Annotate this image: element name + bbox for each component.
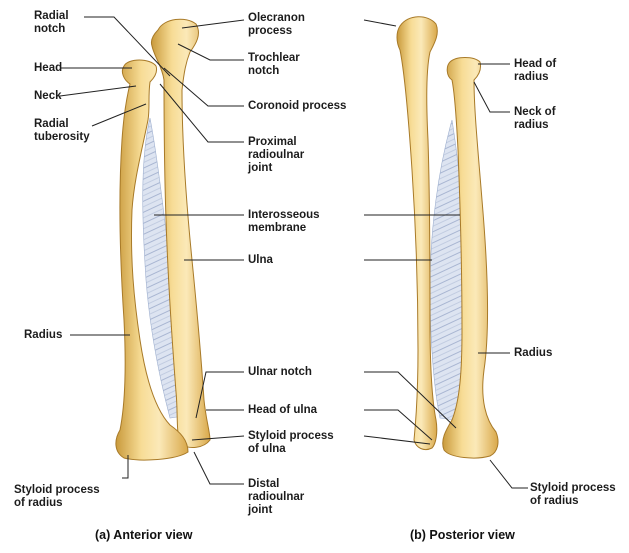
label-trochlear-notch: Trochlear notch bbox=[248, 52, 300, 78]
label-radius-anterior: Radius bbox=[24, 329, 62, 342]
label-distal-radioulnar-joint: Distal radioulnar joint bbox=[248, 478, 304, 517]
label-neck: Neck bbox=[34, 90, 62, 103]
label-neck-of-radius: Neck of radius bbox=[514, 106, 556, 132]
label-olecranon-process: Olecranon process bbox=[248, 12, 305, 38]
label-coronoid-process: Coronoid process bbox=[248, 100, 346, 113]
label-styloid-radius-posterior: Styloid process of radius bbox=[530, 482, 616, 508]
label-head-of-radius: Head of radius bbox=[514, 58, 556, 84]
label-radial-notch: Radial notch bbox=[34, 10, 69, 36]
ulna-posterior bbox=[397, 17, 437, 450]
label-radial-tuberosity: Radial tuberosity bbox=[34, 118, 90, 144]
label-interosseous-membrane: Interosseous membrane bbox=[248, 209, 320, 235]
caption-anterior-view: (a) Anterior view bbox=[95, 528, 192, 542]
label-head-of-ulna: Head of ulna bbox=[248, 404, 317, 417]
label-head: Head bbox=[34, 62, 62, 75]
label-styloid-radius-anterior: Styloid process of radius bbox=[14, 484, 100, 510]
label-styloid-process-ulna: Styloid process of ulna bbox=[248, 430, 334, 456]
label-ulna: Ulna bbox=[248, 254, 273, 267]
label-ulnar-notch: Ulnar notch bbox=[248, 366, 312, 379]
label-radius-posterior: Radius bbox=[514, 347, 552, 360]
caption-posterior-view: (b) Posterior view bbox=[410, 528, 515, 542]
label-proximal-radioulnar-joint: Proximal radioulnar joint bbox=[248, 136, 304, 175]
